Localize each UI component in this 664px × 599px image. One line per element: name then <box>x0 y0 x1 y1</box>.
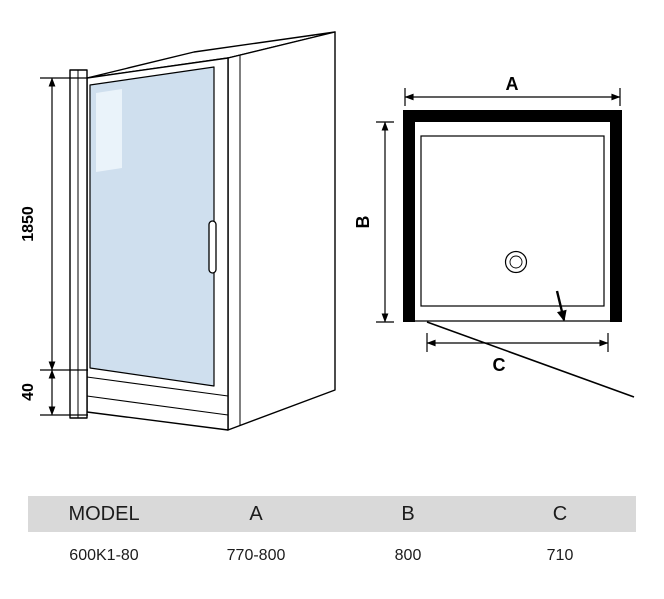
shower-tray <box>420 135 605 307</box>
width-dimension-a <box>404 88 621 106</box>
header-model: MODEL <box>68 502 140 525</box>
value-b: 800 <box>394 547 422 564</box>
wall-top <box>403 110 622 122</box>
top-view: A B C <box>353 74 635 398</box>
depth-dimension-b <box>376 121 394 323</box>
height-dimension <box>40 77 88 416</box>
spec-table: MODEL A B C 600K1-80 770-800 800 710 <box>28 496 636 565</box>
drain-outer-circle <box>504 250 528 274</box>
door-handle <box>208 220 217 274</box>
width-label-a: A <box>506 74 519 94</box>
cabin-side-panel <box>227 31 336 431</box>
value-model: 600K1-80 <box>69 547 139 564</box>
wall-right <box>610 110 622 322</box>
door-swing-arrow <box>555 290 567 322</box>
wall-left <box>403 110 415 322</box>
value-c: 710 <box>546 547 574 564</box>
header-a: A <box>249 502 263 525</box>
header-c: C <box>552 502 568 525</box>
tray-edge-upper <box>86 376 229 397</box>
isometric-view: 1850 40 <box>20 31 336 431</box>
spec-table-header-row: MODEL A B C <box>28 496 636 532</box>
glass-highlight <box>96 89 122 172</box>
door-width-label-c: C <box>493 355 506 375</box>
drain-inner-circle <box>509 255 523 269</box>
header-b: B <box>401 502 415 525</box>
door-width-dimension-c <box>426 333 609 352</box>
tray-edge-lower <box>86 395 229 416</box>
height-label: 1850 <box>20 206 37 242</box>
value-a: 770-800 <box>226 547 286 564</box>
threshold-label: 40 <box>20 383 37 401</box>
depth-label-b: B <box>353 216 373 229</box>
technical-drawing: 1850 40 A B <box>20 31 635 431</box>
door-swing-line <box>426 321 635 398</box>
spec-table-data-row: 600K1-80 770-800 800 710 <box>28 547 636 565</box>
